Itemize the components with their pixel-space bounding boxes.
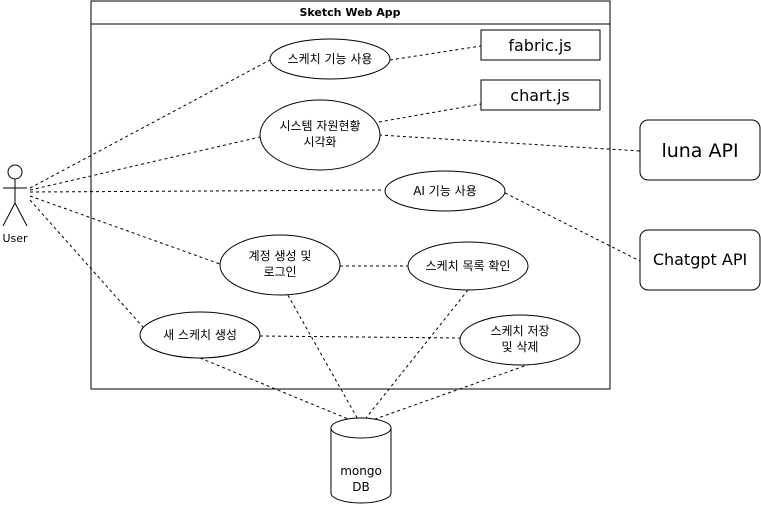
link-user-new-sketch bbox=[29, 199, 151, 336]
use-case-sketch-feature[interactable]: 스케치 기능 사용 bbox=[269, 38, 391, 80]
use-case-system-status-line2: 시각화 bbox=[303, 135, 336, 149]
use-case-account-line2: 로그인 bbox=[263, 265, 296, 279]
use-case-sketch-list[interactable]: 스케치 목록 확인 bbox=[407, 241, 529, 291]
external-api-luna-label: luna API bbox=[661, 140, 738, 162]
link-sketch-feature-fabric bbox=[389, 45, 482, 61]
database-cylinder[interactable]: mongo DB bbox=[330, 417, 392, 504]
use-case-account-line1: 계정 생성 및 bbox=[249, 249, 312, 263]
use-case-ai-feature[interactable]: AI 기능 사용 bbox=[384, 170, 506, 212]
connectors bbox=[29, 45, 641, 424]
link-ai-feature-chatgpt bbox=[504, 192, 641, 262]
link-user-account bbox=[29, 195, 221, 265]
use-case-sketch-list-label: 스케치 목록 확인 bbox=[426, 259, 511, 273]
external-api-chatgpt-label: Chatgpt API bbox=[653, 250, 747, 269]
actor-label: User bbox=[2, 232, 28, 245]
library-chart-label: chart.js bbox=[510, 86, 569, 105]
use-case-system-status-line1: 시스템 자원현황 bbox=[279, 119, 360, 133]
system-title: Sketch Web App bbox=[299, 6, 400, 19]
link-system-status-chart bbox=[378, 103, 482, 123]
database-label-line2: DB bbox=[352, 480, 369, 494]
link-sketch-list-db bbox=[361, 289, 469, 424]
link-system-status-luna bbox=[378, 134, 641, 152]
use-case-system-status[interactable]: 시스템 자원현황 시각화 bbox=[259, 99, 381, 171]
user-actor[interactable] bbox=[2, 164, 28, 227]
link-user-system-status bbox=[29, 136, 261, 191]
link-user-ai-feature bbox=[29, 189, 385, 193]
use-case-sketch-save-line2: 및 삭제 bbox=[502, 340, 539, 354]
library-fabric-label: fabric.js bbox=[508, 36, 571, 55]
use-case-new-sketch-label: 새 스케치 생성 bbox=[163, 328, 237, 342]
actor-head bbox=[7, 164, 23, 180]
library-fabric[interactable]: fabric.js bbox=[480, 29, 601, 61]
link-user-sketch-feature bbox=[29, 59, 271, 189]
database-label-line1: mongo bbox=[340, 464, 382, 478]
use-case-sketch-save-line1: 스케치 저장 bbox=[490, 324, 549, 338]
use-case-sketch-save[interactable]: 스케치 저장 및 삭제 bbox=[459, 314, 581, 366]
use-case-ai-feature-label: AI 기능 사용 bbox=[413, 184, 477, 198]
external-api-chatgpt[interactable]: Chatgpt API bbox=[639, 229, 761, 291]
use-case-new-sketch[interactable]: 새 스케치 생성 bbox=[139, 311, 261, 359]
link-account-db bbox=[284, 289, 361, 424]
library-chart[interactable]: chart.js bbox=[480, 79, 601, 111]
use-case-sketch-feature-label: 스케치 기능 사용 bbox=[288, 52, 373, 66]
link-sketch-save-db bbox=[363, 363, 531, 424]
system-boundary: Sketch Web App bbox=[90, 0, 611, 390]
external-api-luna[interactable]: luna API bbox=[639, 119, 761, 181]
use-case-account[interactable]: 계정 생성 및 로그인 bbox=[219, 234, 341, 296]
link-new-sketch-db bbox=[199, 357, 359, 424]
